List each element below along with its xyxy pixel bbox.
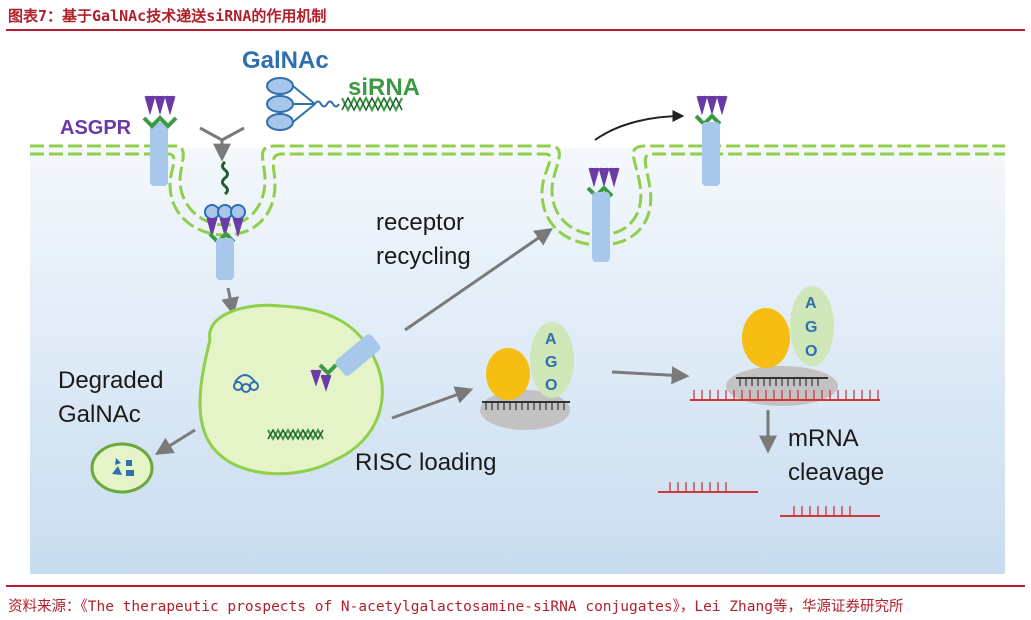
galnac-label: GalNAc [242,47,329,74]
degraded-galnac-in-endosome [233,374,259,393]
galnac-cluster [266,77,294,131]
degraded-label-line2: GalNAc [58,401,141,428]
mrna-cleavage-line1: mRNA [788,425,859,452]
degraded-fragments [112,458,134,476]
galnac-sirna-conjugate [266,77,403,131]
ago-letter-g: G [545,354,557,371]
mrna-cleavage-line2: cleavage [788,459,884,486]
asgpr-label: ASGPR [60,117,132,139]
ago-letter-a-2: A [805,295,817,312]
degraded-label-line1: Degraded [58,367,163,394]
sirna-helix [341,95,403,113]
receptor-in-endosome [310,334,381,392]
arrow-risc-loading [391,386,474,420]
risc-loading-label: RISC loading [355,449,496,476]
extracellular-space [30,40,1005,148]
ago-letter-o-2: O [805,343,817,360]
arrow-to-target [611,366,690,385]
figure-title: 图表7：基于GalNAc技术递送siRNA的作用机制 [8,7,327,25]
arrow-to-endosome [221,287,239,316]
cell-membrane [30,144,1005,247]
ago-protein [530,322,574,398]
receptor-recycling-line2: recycling [376,243,471,270]
endosome [198,303,384,476]
cleaved-mrna-fragments [658,482,880,517]
degradation-vesicle [90,442,154,494]
asgpr-receptor-returned [694,95,728,186]
risc-complex: A G O [480,322,574,430]
asgpr-receptor-surface [142,95,178,186]
ago-letter-o: O [545,377,557,394]
receptor-recycling-line1: receptor [376,209,464,236]
source-note: 资料来源：《The therapeutic prospects of N-ace… [8,599,904,615]
title-rule [6,29,1025,31]
galnac-sirna-mechanism-diagram: GalNAc siRNA ASGPR [30,40,1005,574]
arrow-to-degradation [154,428,196,455]
source-rule [6,585,1025,587]
arrow-receptor-recycling [404,227,553,332]
asgpr-receptor-endocytosis [204,160,246,280]
binding-arrow [199,126,245,162]
risc-bound-mrna: A G O [690,286,880,406]
sirna-label: siRNA [348,74,420,101]
asgpr-receptor-recycling-vesicle [586,167,620,262]
arrow-return-to-surface [594,110,685,141]
ago-letter-g-2: G [805,319,817,336]
ago-letter-a: A [545,331,557,348]
